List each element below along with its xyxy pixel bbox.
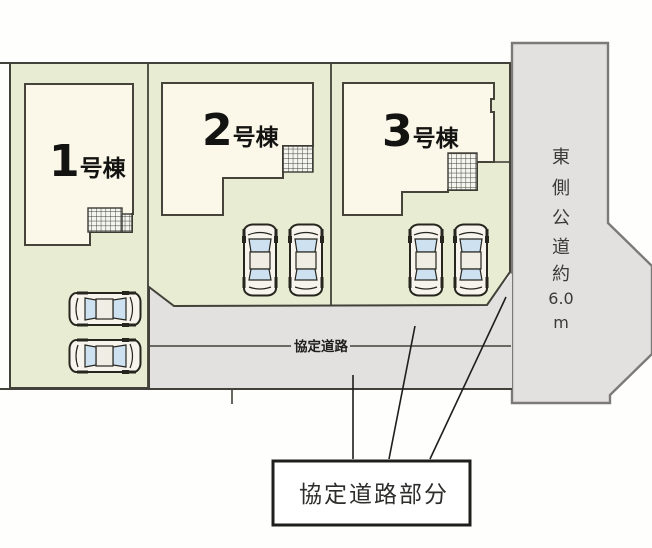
house-1-label: 1号棟 bbox=[49, 136, 127, 187]
hatch-grid-house-1-a bbox=[87, 207, 123, 233]
agreement-road-label: 協定道路 bbox=[294, 338, 348, 355]
east-road-char: 側 bbox=[552, 178, 570, 199]
car-icon bbox=[68, 290, 142, 328]
hatch-grid-house-2 bbox=[282, 145, 314, 173]
east-road-char: 公 bbox=[552, 208, 570, 229]
house-2 bbox=[161, 82, 314, 216]
house-3-suffix: 号棟 bbox=[413, 126, 460, 152]
callout-leader-line bbox=[388, 325, 416, 460]
house-2-suffix: 号棟 bbox=[233, 125, 280, 151]
car-icon bbox=[287, 223, 325, 297]
car-icon bbox=[452, 223, 490, 297]
callout-box bbox=[271, 459, 472, 527]
house-1-number: 1 bbox=[49, 136, 80, 187]
car-icon bbox=[68, 337, 142, 375]
east-road-char: 東 bbox=[552, 147, 570, 168]
east-road-char: 道 bbox=[552, 237, 570, 258]
east-road-char: 6.0 bbox=[548, 289, 573, 308]
east-road-label: 東 側 公 道 約 6.0 m bbox=[548, 147, 573, 332]
east-road-char: 約 bbox=[552, 264, 570, 285]
car-icon bbox=[241, 223, 279, 297]
house-3-number: 3 bbox=[382, 106, 413, 157]
east-public-road bbox=[510, 41, 652, 405]
callout-leader-line bbox=[429, 296, 507, 460]
house-2-label: 2号棟 bbox=[202, 105, 280, 156]
east-road-char: m bbox=[553, 313, 569, 332]
house-3-label: 3号棟 bbox=[382, 106, 460, 157]
agreement-road-area bbox=[148, 273, 512, 388]
house-2-number: 2 bbox=[202, 105, 233, 156]
hatch-grid-house-3 bbox=[447, 152, 478, 191]
house-1-suffix: 号棟 bbox=[80, 156, 127, 182]
car-icon bbox=[407, 223, 445, 297]
callout-label: 協定道路部分 bbox=[299, 482, 449, 508]
hatch-grid-house-1-b bbox=[121, 213, 133, 233]
